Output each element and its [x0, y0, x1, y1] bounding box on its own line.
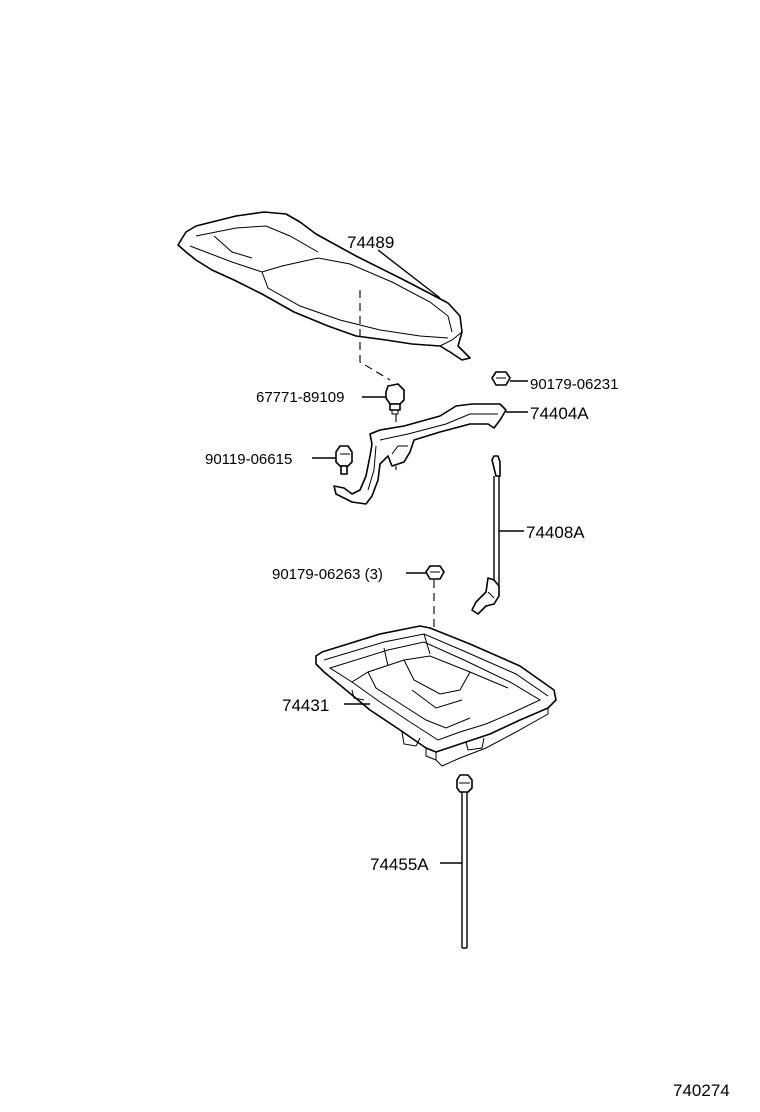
label-74455A: 74455A: [370, 855, 429, 874]
figure-number: 740274: [673, 1081, 730, 1100]
nut-tray-part: [425, 565, 445, 580]
battery-clamp-part: [333, 403, 507, 505]
label-74431: 74431: [282, 696, 329, 715]
label-90119-06615: 90119-06615: [205, 451, 292, 468]
label-90179-06231: 90179-06231: [530, 376, 618, 393]
battery-cover-part: [177, 211, 471, 361]
cover-leader: [377, 249, 441, 299]
nut-top-part: [491, 371, 511, 386]
label-74408A: 74408A: [526, 523, 585, 542]
battery-tray-part: [315, 625, 557, 767]
label-74404A: 74404A: [530, 404, 589, 423]
hook-rod-part: [471, 455, 501, 615]
alignment-line-cover-clip: [359, 290, 391, 381]
bolt-part: [335, 445, 353, 475]
label-67771-89109: 67771-89109: [256, 389, 344, 406]
clip-part: [385, 383, 405, 415]
label-74489: 74489: [347, 233, 394, 252]
label-90179-06263: 90179-06263 (3): [272, 566, 383, 583]
long-rod-part: [456, 774, 473, 949]
